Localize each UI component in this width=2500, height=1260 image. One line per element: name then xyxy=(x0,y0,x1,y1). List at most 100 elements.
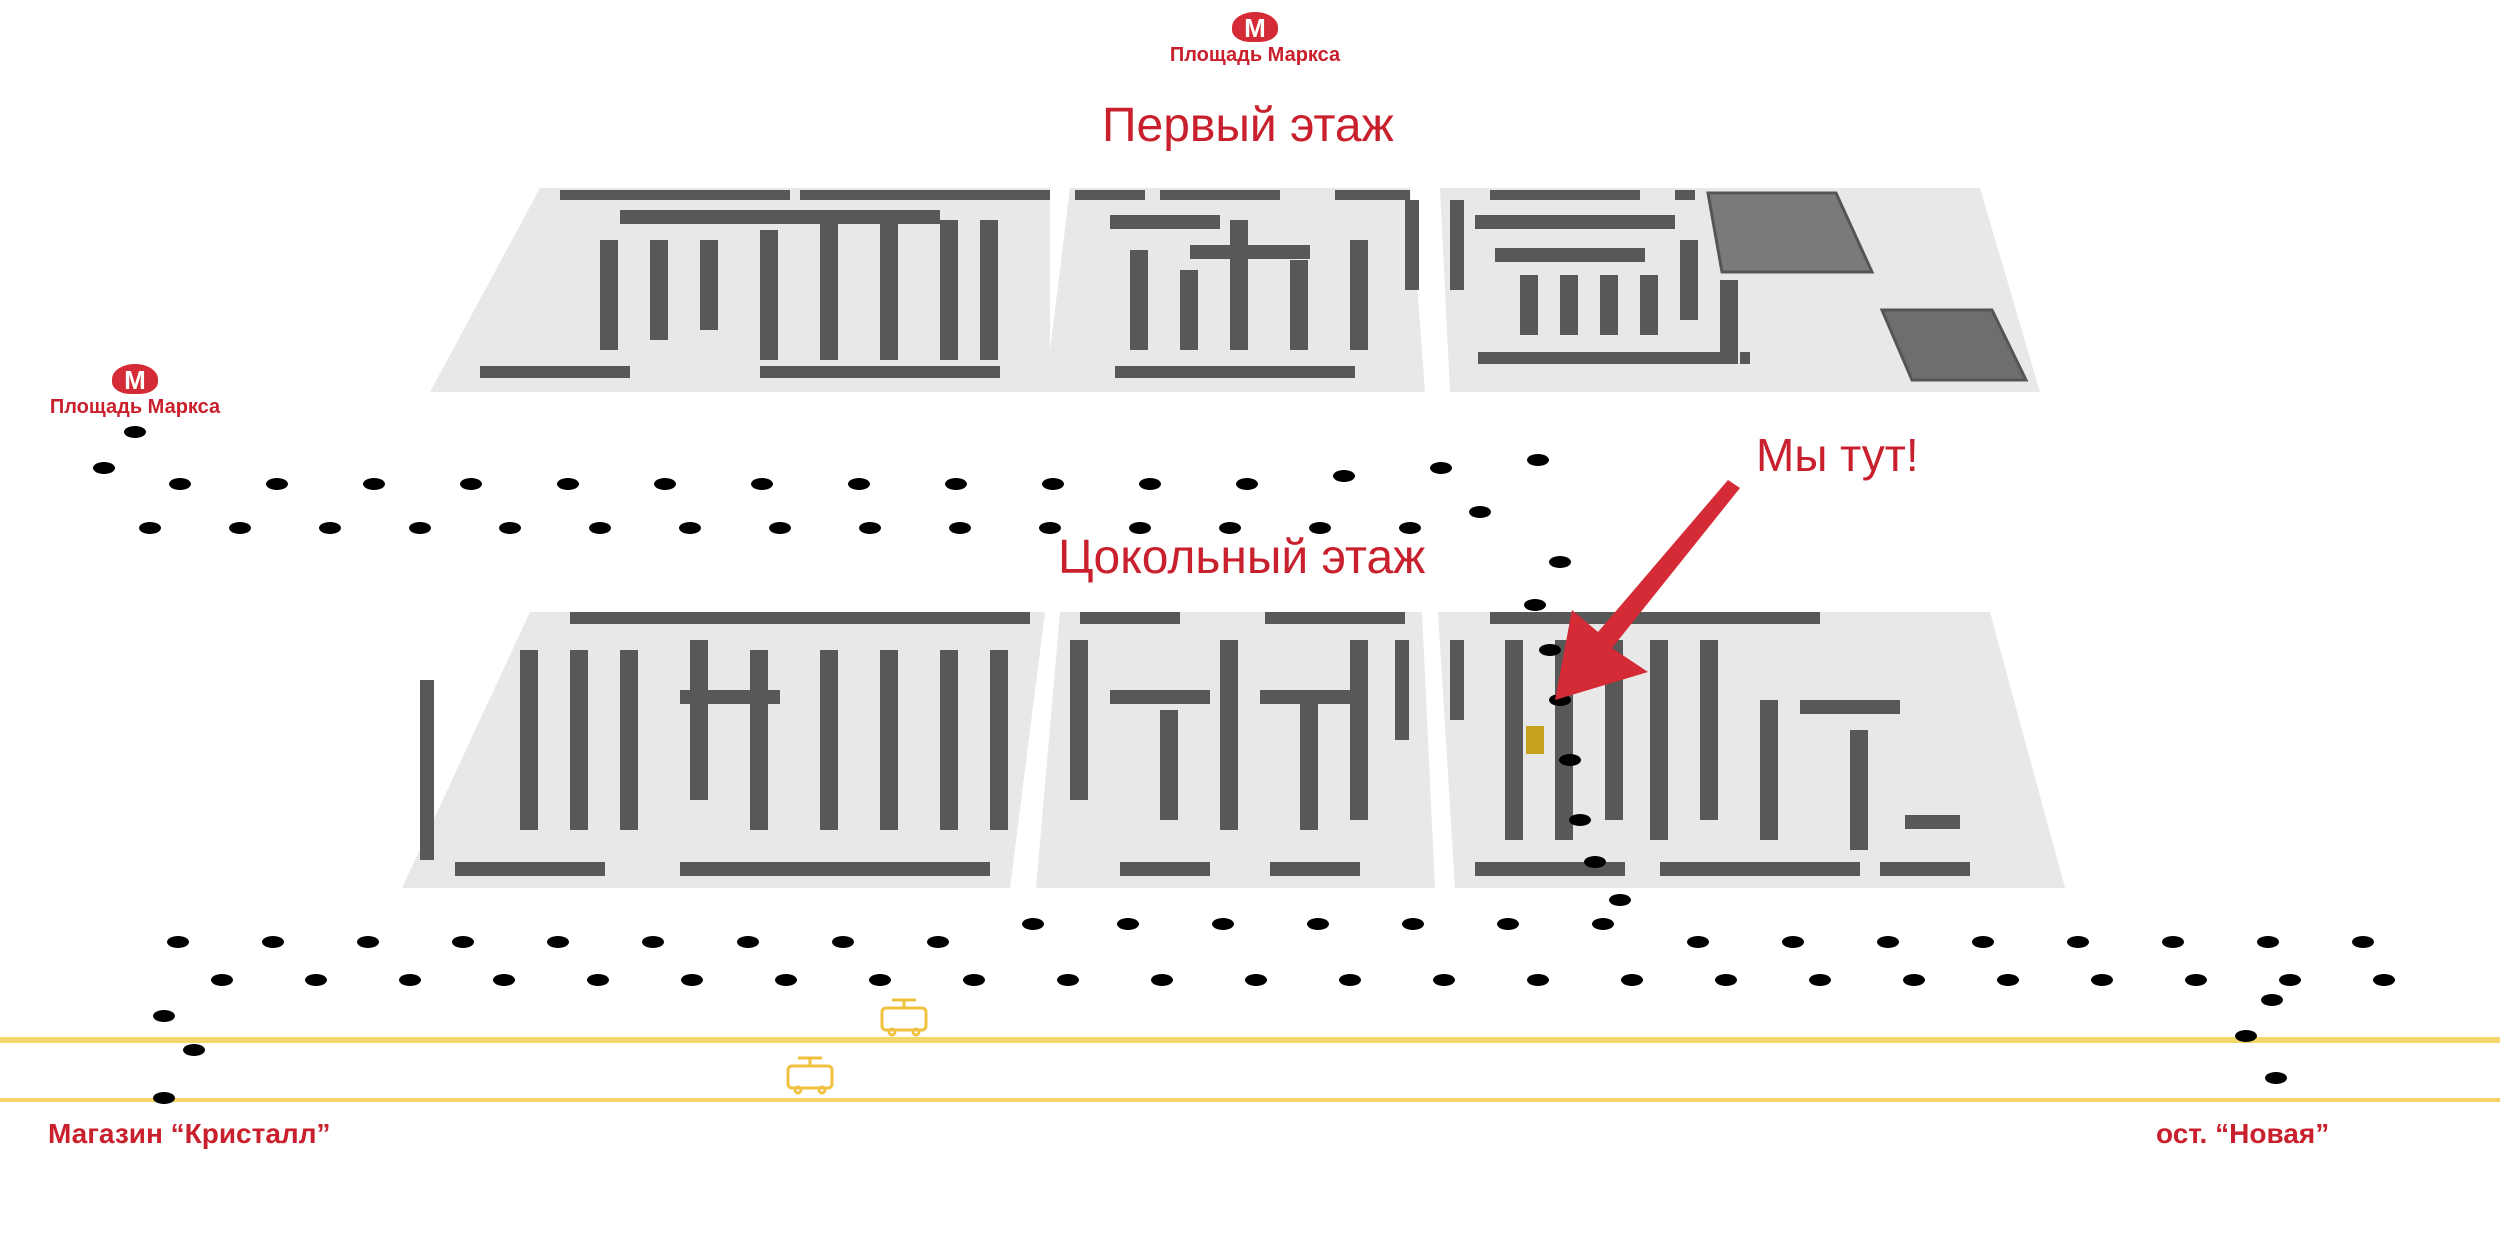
footprint-icon xyxy=(1236,478,1258,490)
footprint-icon xyxy=(737,936,759,948)
stall-block xyxy=(1520,275,1538,335)
footprint-icon xyxy=(452,936,474,948)
metro-logo-icon: М xyxy=(1232,12,1278,43)
basement-floor-plan xyxy=(402,612,2065,888)
footprint-icon xyxy=(1042,478,1064,490)
footprint-icon xyxy=(1469,506,1491,518)
footprint-icon xyxy=(167,936,189,948)
footprint-icon xyxy=(848,478,870,490)
footprint-icon xyxy=(859,522,881,534)
footprint-icon xyxy=(2373,974,2395,986)
stall-block xyxy=(1160,710,1178,820)
stall-block xyxy=(940,220,958,360)
footprint-icon xyxy=(769,522,791,534)
metro-logo-top: М Площадь Маркса xyxy=(1140,12,1370,72)
footprint-icon xyxy=(1877,936,1899,948)
stall-block xyxy=(1450,200,1464,290)
stall-block xyxy=(1505,640,1523,840)
metro-station-name: Площадь Маркса xyxy=(49,396,221,418)
stall-block xyxy=(690,640,708,800)
stall-block xyxy=(1130,250,1148,350)
footprint-icon xyxy=(679,522,701,534)
footprint-icon xyxy=(499,522,521,534)
stall-block xyxy=(880,650,898,830)
footprint-icon xyxy=(1592,918,1614,930)
stall-block xyxy=(760,366,1000,378)
footprint-icon xyxy=(1022,918,1044,930)
footprint-icon xyxy=(2162,936,2184,948)
footprint-icon xyxy=(357,936,379,948)
footprint-icon xyxy=(1559,754,1581,766)
stall-block xyxy=(1905,815,1960,829)
stall-block xyxy=(680,690,780,704)
footprint-icon xyxy=(869,974,891,986)
arrow-icon xyxy=(1555,480,1740,700)
footprint-icon xyxy=(2235,1030,2257,1042)
footprint-icon xyxy=(363,478,385,490)
stall-block xyxy=(800,190,1050,200)
footprint-icon xyxy=(211,974,233,986)
stall-block xyxy=(1600,275,1618,335)
stall-block xyxy=(1760,700,1778,840)
footprint-icon xyxy=(1609,894,1631,906)
stall-block xyxy=(1230,220,1248,350)
stall-block xyxy=(570,612,1030,624)
footprint-icon xyxy=(927,936,949,948)
stall-block xyxy=(1110,690,1210,704)
stall-block xyxy=(1490,612,1820,624)
we-are-here-label: Мы тут! xyxy=(1756,429,1919,481)
footprint-icon xyxy=(654,478,676,490)
stall-block xyxy=(1265,612,1405,624)
footprint-icon xyxy=(493,974,515,986)
metro-logo-left: М Площадь Маркса xyxy=(20,364,250,424)
footprint-icon xyxy=(1245,974,1267,986)
stall-block xyxy=(820,220,838,360)
stall-block xyxy=(1475,215,1675,229)
footprint-icon xyxy=(1809,974,1831,986)
footprint-icon xyxy=(2067,936,2089,948)
footprint-trails xyxy=(93,426,2395,1104)
footprint-icon xyxy=(547,936,569,948)
stall-block xyxy=(480,366,630,378)
shop-crystal-label: Магазин “Кристалл” xyxy=(48,1118,331,1149)
stall-block xyxy=(980,220,998,360)
stall-block xyxy=(750,650,768,830)
stall-block xyxy=(1395,640,1409,740)
stall-block xyxy=(1350,240,1368,350)
tram-icon xyxy=(880,998,928,1037)
stall-block xyxy=(1478,352,1738,364)
stall-block xyxy=(1350,640,1368,820)
footprint-icon xyxy=(1497,918,1519,930)
footprint-icon xyxy=(1219,522,1241,534)
stall-block xyxy=(1080,612,1180,624)
footprint-icon xyxy=(949,522,971,534)
footprint-icon xyxy=(1524,599,1546,611)
stall-block xyxy=(1160,190,1280,200)
first-floor-squares xyxy=(1706,191,2029,382)
stall-block xyxy=(1700,640,1718,820)
highlight-stall xyxy=(1526,726,1544,754)
stall-block xyxy=(1680,240,1698,320)
basement-floor-title: Цокольный этаж xyxy=(1058,531,1426,584)
stall-block xyxy=(680,862,990,876)
stall-block xyxy=(880,220,898,360)
stall-block xyxy=(1800,700,1900,714)
footprint-icon xyxy=(2257,936,2279,948)
footprint-icon xyxy=(262,936,284,948)
stall-block xyxy=(1335,190,1410,200)
footprint-icon xyxy=(124,426,146,438)
stall-block xyxy=(1070,640,1088,800)
footprint-icon xyxy=(1972,936,1994,948)
stall-block xyxy=(1720,280,1738,360)
footprint-icon xyxy=(1307,918,1329,930)
footprint-icon xyxy=(183,1044,205,1056)
stall-block xyxy=(1180,270,1198,350)
footprint-icon xyxy=(775,974,797,986)
footprint-icon xyxy=(93,462,115,474)
footprint-icon xyxy=(1433,974,1455,986)
stall-block xyxy=(1300,700,1318,830)
stall-block xyxy=(620,210,940,224)
stall-block xyxy=(420,680,434,860)
footprint-icon xyxy=(1212,918,1234,930)
